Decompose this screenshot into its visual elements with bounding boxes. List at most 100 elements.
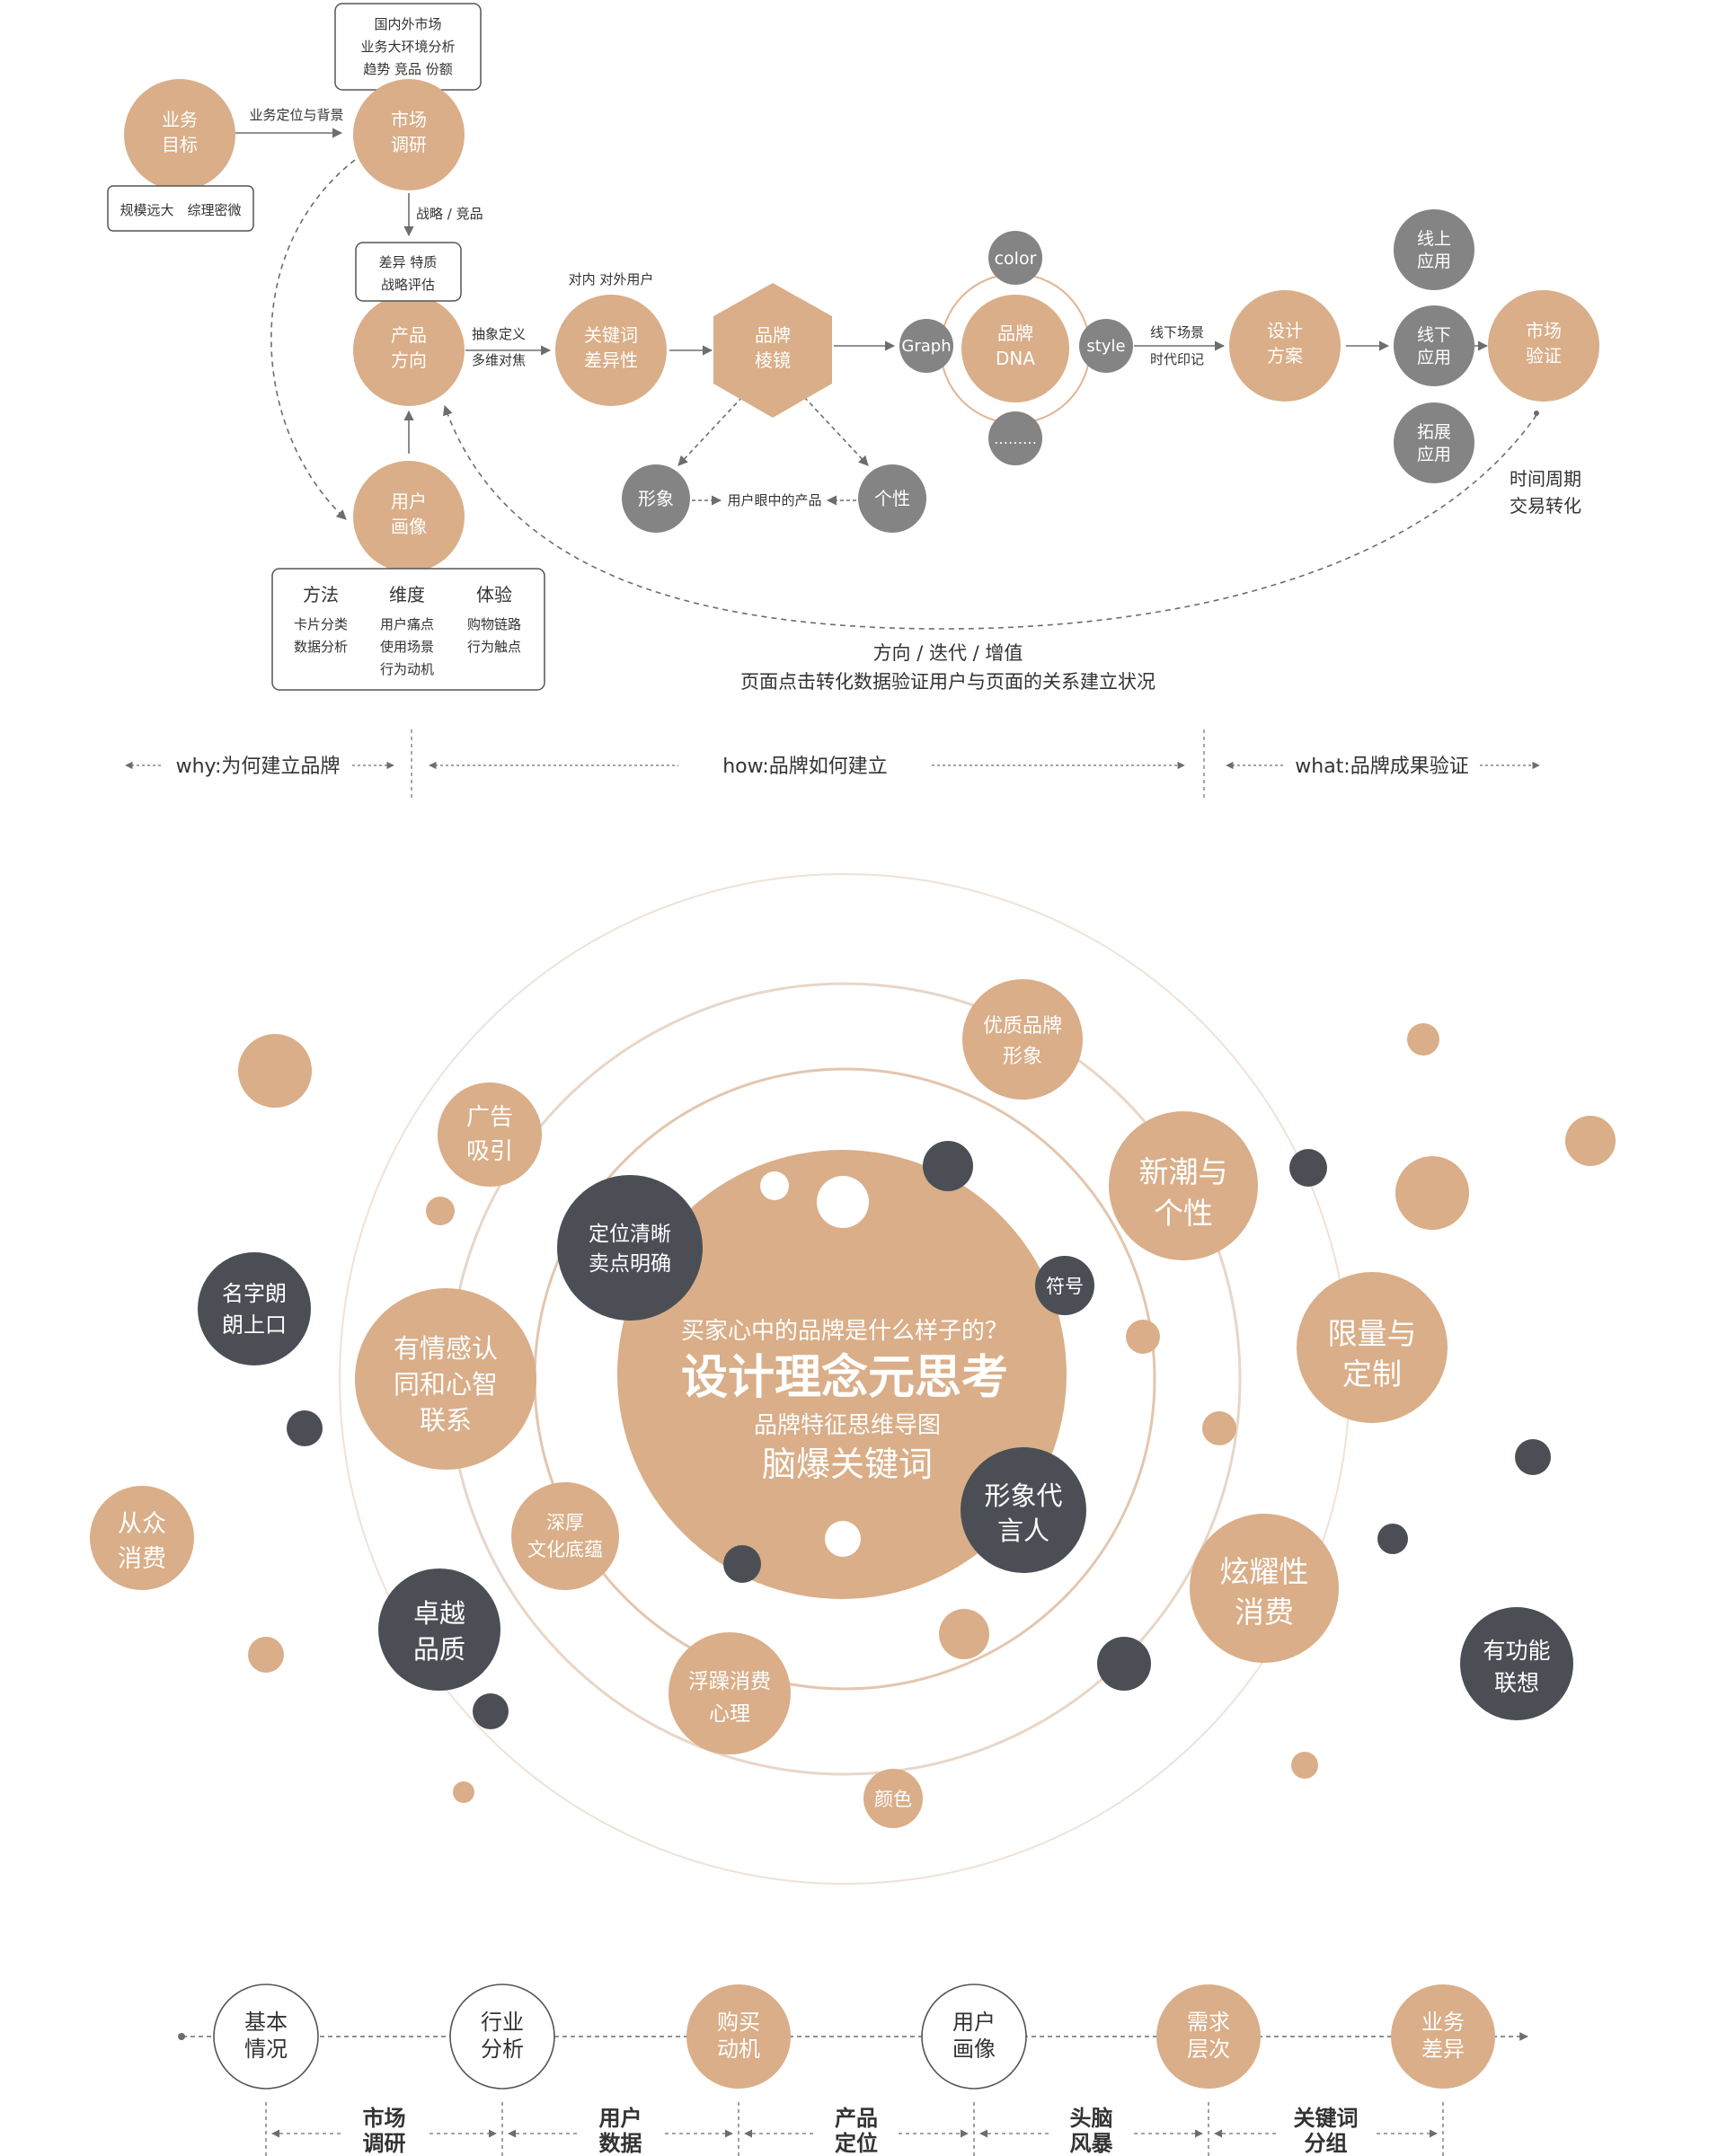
bubble-color (863, 1769, 923, 1828)
bubble-name-catchy (198, 1252, 311, 1365)
graph-node (899, 319, 953, 373)
bubble-ad-attract-line1: 广告 (466, 1104, 513, 1131)
timeline-step-2 (449, 1984, 555, 2090)
method-col2-item1: 用户痛点 (380, 616, 434, 632)
timeline-step-6 (1391, 1984, 1495, 2089)
brand-prism-line2: 棱镜 (755, 349, 791, 371)
bubble-positioning (557, 1175, 703, 1321)
bubble-positioning-line1: 定位清晰 (589, 1223, 671, 1246)
bubble-spokesperson (961, 1447, 1086, 1573)
label-abstract: 抽象定义 (472, 326, 526, 342)
timeline-step-1-line2: 情况 (244, 2037, 288, 2062)
design-plan-node (1229, 290, 1341, 402)
timeline-stage-2-line2: 数据 (599, 2131, 642, 2156)
phase-divider (125, 729, 1540, 801)
label-offline-scene: 线下场景 (1150, 324, 1204, 340)
stage-brackets (265, 2102, 1444, 2156)
bubble-follow-crowd (90, 1486, 194, 1590)
method-col1-item2: 数据分析 (294, 639, 348, 655)
bubble-follow-crowd-line2: 消费 (118, 1545, 166, 1573)
timeline-stage-4-line1: 头脑 (1070, 2106, 1113, 2131)
center-decor-dot-1 (760, 1171, 789, 1200)
bubble-emotional-line1: 有情感认 (394, 1333, 498, 1364)
center-subtitle: 品牌特征思维导图 (754, 1412, 941, 1439)
method-header-1: 方法 (303, 584, 339, 605)
center-circle (617, 1150, 1067, 1599)
bubble-name-catchy-line1: 名字朗 (222, 1281, 287, 1306)
bubble-functional-line2: 联想 (1494, 1670, 1539, 1696)
offline-app-line2: 应用 (1417, 348, 1451, 367)
image-node (622, 464, 690, 533)
direction-caption-line2: 页面点击转化数据验证用户与页面的关系建立状况 (740, 671, 1156, 693)
bubble-ad-attract-line2: 吸引 (466, 1138, 513, 1165)
market-validation-node (1488, 290, 1599, 402)
timeline-stage-2-line1: 用户 (599, 2106, 642, 2131)
bubble-spokesperson-line1: 形象代 (984, 1480, 1062, 1511)
timeline-step-6-line2: 差异 (1421, 2037, 1465, 2062)
bubble-functional (1460, 1607, 1573, 1720)
bubble-functional-line1: 有功能 (1483, 1638, 1550, 1664)
timeline-stage-5-line1: 关键词 (1294, 2106, 1359, 2131)
bubble-impetuous (669, 1632, 791, 1754)
bubble-trendy-line1: 新潮与 (1139, 1154, 1228, 1189)
decor-dots (238, 1023, 1616, 1803)
bubble-flaunt-line1: 炫耀性 (1220, 1554, 1309, 1589)
brand-dna-node (961, 295, 1069, 402)
image-node-label: 形象 (638, 488, 674, 509)
bubble-trendy-line2: 个性 (1154, 1196, 1213, 1231)
bubble-emotional-line2: 同和心智 (394, 1369, 498, 1400)
center-question: 买家心中的品牌是什么样子的？ (681, 1318, 1008, 1345)
bubble-ad-attract (438, 1082, 542, 1187)
method-header-2: 维度 (389, 584, 425, 605)
online-app-line2: 应用 (1417, 252, 1451, 271)
feedback-start-dot (1534, 411, 1539, 416)
phase-how: how:品牌如何建立 (722, 755, 888, 778)
timeline-stage-3-line1: 产品 (835, 2106, 878, 2131)
label-user-eye-product: 用户眼中的产品 (727, 492, 821, 508)
bubble-culture-line2: 文化底蕴 (527, 1539, 603, 1560)
brand-dna-line1: 品牌 (997, 323, 1033, 344)
label-strategy: 战略 / 竞品 (416, 206, 483, 222)
bubble-symbol (1035, 1256, 1094, 1315)
market-research-line2: 调研 (391, 134, 427, 155)
bubble-culture-line1: 深厚 (546, 1512, 584, 1533)
direction-caption-line1: 方向 / 迭代 / 增值 (873, 642, 1023, 664)
method-col1-item1: 卡片分类 (294, 616, 348, 632)
timeline-step-5 (1156, 1984, 1261, 2089)
time-cycle-line1: 时间周期 (1510, 468, 1581, 490)
bubble-excellence-line1: 卓越 (413, 1598, 465, 1629)
timeline-step-5-line1: 需求 (1187, 2010, 1230, 2035)
timeline-stage-1-line2: 调研 (363, 2131, 406, 2156)
extended-app-line1: 拓展 (1417, 422, 1451, 442)
bubble-emotional-line3: 联系 (420, 1405, 472, 1436)
bubble-quality-image-line1: 优质品牌 (983, 1015, 1062, 1038)
center-keywords: 脑爆关键词 (762, 1445, 933, 1484)
product-box-line2: 战略评估 (381, 277, 435, 293)
product-direction-line2: 方向 (391, 349, 427, 371)
market-research-line1: 市场 (391, 109, 427, 130)
method-col2-item3: 行为动机 (380, 661, 434, 677)
product-direction-node (353, 295, 465, 406)
phase-what: what:品牌成果验证 (1295, 755, 1468, 778)
timeline-step-2-line1: 行业 (481, 2010, 524, 2035)
timeline-step-1 (213, 1984, 319, 2090)
bubble-follow-crowd-line1: 从众 (118, 1510, 166, 1538)
business-goal-note: 规模远大 综理密微 (120, 202, 241, 218)
bubble-flaunt-line2: 消费 (1235, 1595, 1294, 1630)
color-node (988, 231, 1042, 285)
bubble-flaunt (1190, 1514, 1339, 1663)
graph-node-label: Graph (901, 337, 951, 356)
method-col2-item2: 使用场景 (380, 639, 434, 655)
market-box-line1: 国内外市场 (374, 16, 441, 32)
market-research-node (353, 79, 465, 190)
timeline-step-4-line1: 用户 (952, 2010, 996, 2035)
product-box-line1: 差异 特质 (379, 254, 438, 270)
product-direction-line1: 产品 (391, 324, 427, 346)
label-era-mark: 时代印记 (1150, 351, 1204, 367)
bubble-color-label: 颜色 (874, 1789, 912, 1810)
dots-node (988, 411, 1042, 465)
user-portrait-line1: 用户 (391, 490, 427, 512)
personality-node-label: 个性 (874, 488, 910, 509)
bubble-excellence-line2: 品质 (413, 1634, 465, 1665)
